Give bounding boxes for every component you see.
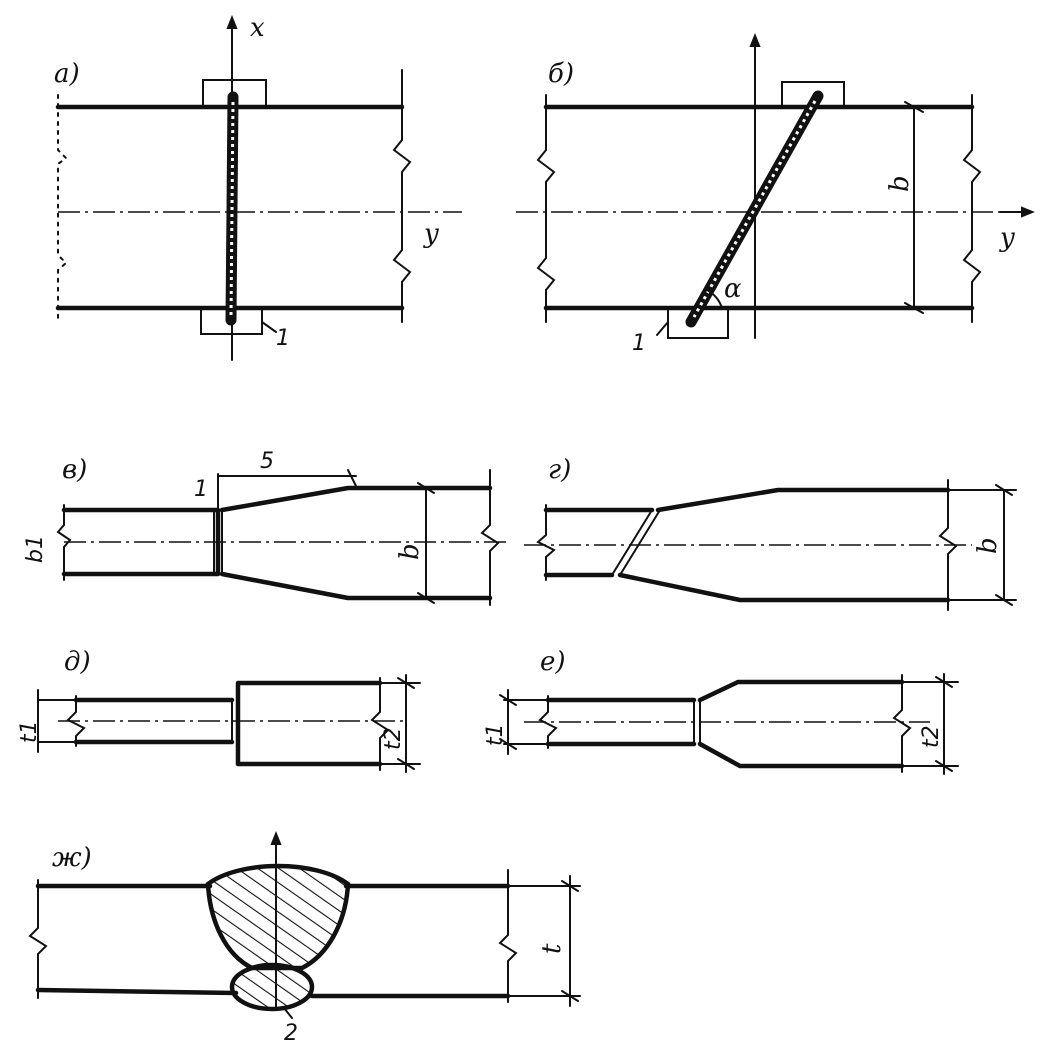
taper-bottom [617, 572, 951, 603]
dimension-t-label: t [537, 943, 567, 954]
dim-ticks-t2 [935, 676, 953, 772]
dimension-t1-label: t1 [483, 723, 508, 746]
panel-label-b: б) [548, 59, 574, 89]
weld-seam-beads [229, 101, 235, 316]
panel-label-a: а) [54, 59, 80, 89]
panel-d: д) t1 t2 [17, 647, 421, 773]
dimension-t2-label: t2 [919, 725, 944, 748]
break-line-right [392, 69, 412, 323]
callout-1-a: 1 [276, 326, 290, 351]
break-line-left [57, 94, 68, 321]
panel-g: г) b [524, 455, 1017, 611]
leader-1 [656, 321, 669, 336]
break-line-left [536, 504, 556, 581]
break-line-left [56, 504, 72, 581]
dimension-t2-label: t2 [381, 727, 406, 750]
panel-e: е) t1 t2 [483, 647, 959, 775]
dim-ticks-t [561, 880, 579, 1002]
break-line-left [538, 695, 558, 749]
dimension-ticks-b [995, 484, 1013, 606]
root-pass-hatched [229, 962, 315, 1012]
thick-plate [235, 680, 383, 767]
panel-a: а) x y 1 [54, 13, 462, 361]
angle-arc [706, 289, 723, 309]
plate-bottom-left [35, 987, 239, 996]
oblique-weld-line-2 [619, 509, 661, 576]
dimension-b-label: b [395, 543, 425, 560]
break-line-left [28, 879, 48, 999]
break-line-right [480, 469, 500, 606]
panel-label-e: е) [540, 647, 566, 677]
dimension-b1-label: b1 [23, 535, 48, 563]
taper-top [219, 485, 493, 513]
panel-label-zh: ж) [52, 843, 92, 873]
axis-y-label: y [423, 219, 439, 249]
weld-bead-hatched [205, 863, 351, 971]
dimension-t1-label: t1 [17, 720, 42, 743]
panel-label-d: д) [64, 647, 91, 677]
runoff-tab-top [202, 79, 267, 108]
dim-ticks-t1 [499, 694, 517, 750]
leader-1 [261, 321, 277, 333]
break-line-right [498, 869, 518, 1003]
dimension-5-label: 5 [260, 449, 274, 474]
taper-top [655, 487, 951, 513]
callout-1-v: 1 [194, 477, 208, 502]
panel-v: в) 5 1 b b1 [23, 449, 510, 606]
panel-b: б) y α 1 b [516, 33, 1035, 356]
panel-zh: ж) 2 t [28, 831, 581, 1046]
break-line-left [536, 94, 556, 323]
dimension-b-label: b [973, 537, 1003, 554]
dimension-b-label: b [885, 175, 915, 192]
dimension-ticks-b [904, 101, 924, 314]
leader-2 [283, 1007, 293, 1019]
axis-y-label: y [999, 223, 1015, 253]
callout-1-b: 1 [632, 331, 646, 356]
dim-ticks-t2 [397, 677, 415, 770]
thin-plate [545, 697, 697, 747]
axis-x-label: x [250, 13, 265, 43]
angle-alpha-label: α [724, 274, 742, 304]
taper-top [697, 679, 905, 703]
taper-bottom [697, 741, 905, 769]
oblique-weld-line-1 [611, 509, 653, 576]
break-line-right [938, 479, 958, 611]
dimension-tick-5 [347, 469, 357, 487]
break-line-left [66, 695, 86, 747]
thin-plate [73, 697, 235, 745]
runoff-tab-top [781, 81, 845, 108]
dimension-ticks-b [417, 482, 435, 604]
callout-2: 2 [284, 1021, 298, 1046]
taper-bottom [219, 571, 493, 601]
break-line-right [962, 94, 982, 323]
break-line-right [370, 677, 390, 771]
panel-label-g: г) [548, 455, 571, 485]
break-line-right [892, 674, 912, 773]
panel-label-v: в) [62, 455, 87, 485]
